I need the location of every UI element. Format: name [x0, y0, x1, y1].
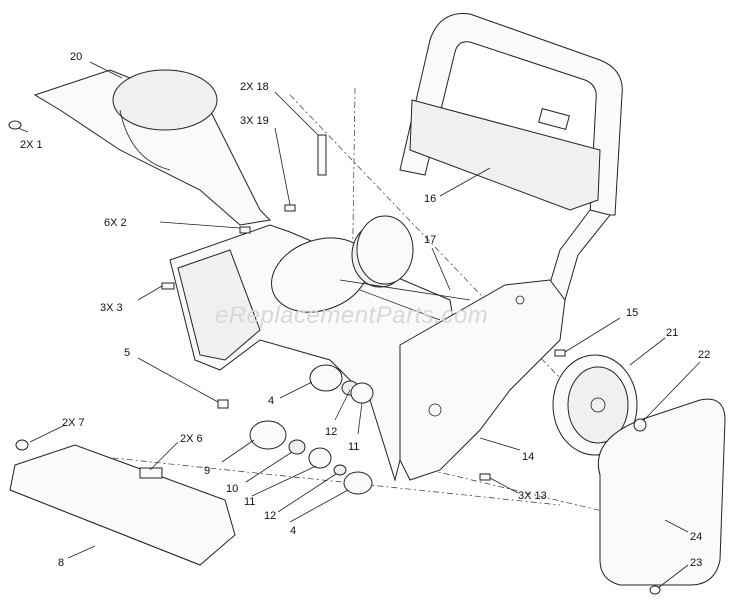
callout-4-upper: 4 — [268, 395, 274, 407]
auger-housing — [169, 224, 461, 482]
callout-13: 3X 13 — [518, 490, 547, 502]
handle-assembly — [399, 13, 623, 301]
callout-7: 2X 7 — [62, 417, 85, 429]
bearing-stack-lower — [249, 420, 373, 495]
callout-9: 9 — [204, 465, 210, 477]
callout-6: 2X 6 — [180, 433, 203, 445]
callout-14: 14 — [522, 451, 534, 463]
callout-23: 23 — [690, 557, 702, 569]
callout-16: 16 — [424, 193, 436, 205]
callout-2: 6X 2 — [104, 217, 127, 229]
watermark-text: eReplacementParts.com — [215, 302, 488, 329]
callout-labels: 20 2X 1 2X 18 3X 19 6X 2 3X 3 5 16 17 15… — [20, 51, 710, 569]
callout-24: 24 — [690, 531, 702, 543]
phantom-lines — [84, 87, 641, 521]
callout-8: 8 — [58, 557, 64, 569]
callout-12-lower: 12 — [264, 510, 276, 522]
callout-1: 2X 1 — [20, 139, 43, 151]
callout-22: 22 — [698, 349, 710, 361]
callout-3: 3X 3 — [100, 302, 123, 314]
callout-19: 3X 19 — [240, 115, 269, 127]
callout-11-lower: 11 — [244, 496, 255, 508]
callout-21: 21 — [666, 327, 678, 339]
callout-5: 5 — [124, 347, 130, 359]
scraper-bar — [9, 444, 236, 566]
leader-lines — [17, 61, 701, 589]
wheel-right — [552, 354, 638, 456]
callout-10: 10 — [226, 483, 238, 495]
callout-12-upper: 12 — [325, 426, 337, 438]
discharge-chute — [33, 69, 272, 226]
callout-18: 2X 18 — [240, 81, 269, 93]
callout-17: 17 — [424, 234, 436, 246]
callout-15: 15 — [626, 307, 638, 319]
callout-4-lower: 4 — [290, 525, 296, 537]
side-cover — [597, 398, 726, 586]
callout-11-upper: 11 — [348, 441, 359, 453]
wheel-left — [356, 215, 414, 285]
side-frame — [399, 279, 566, 481]
callout-20: 20 — [70, 51, 82, 63]
